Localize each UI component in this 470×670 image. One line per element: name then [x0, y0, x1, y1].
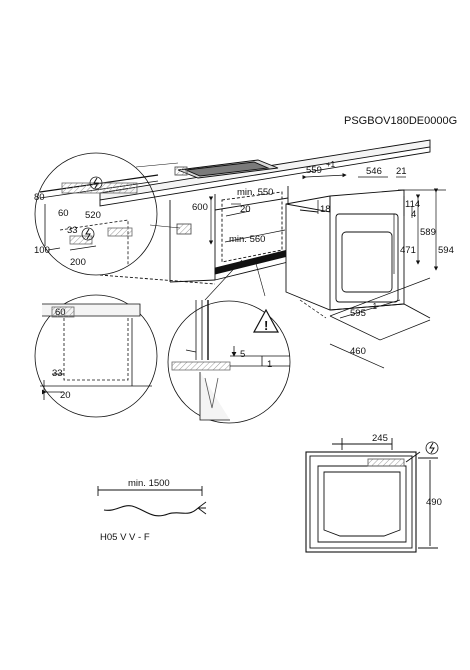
svg-text:!: !: [264, 318, 268, 333]
detail-top-520: 520: [85, 210, 101, 221]
niche-height-label: 600: [192, 202, 208, 213]
power-cable: [97, 486, 207, 517]
oven-114: 114: [405, 199, 420, 210]
detail-gap-5: 5: [240, 349, 245, 360]
rear-height-490: 490: [426, 497, 442, 508]
oven-width-559-tol: +1: [326, 160, 336, 169]
oven-589: 589: [420, 227, 436, 238]
oven-18: 18: [320, 204, 331, 215]
oven-floor-guide: [299, 277, 431, 369]
detail-circle-bottom-left: [34, 294, 158, 418]
detail-top-100: 100: [34, 245, 50, 256]
oven-594: 594: [438, 245, 454, 256]
kitchen-cabinet: [99, 139, 431, 285]
niche-width-label: min. 560: [229, 234, 265, 245]
detail-top-80: 80: [34, 192, 45, 203]
warning-icon: !: [252, 308, 280, 333]
oven-perspective: [285, 189, 431, 319]
oven-460: 460: [350, 346, 366, 357]
rear-width-245: 245: [372, 433, 388, 444]
detail-bottom-20: 20: [60, 390, 71, 401]
detail-bottom-33: 33: [52, 368, 63, 379]
niche-dimensions: [208, 196, 286, 245]
oven-595: 595: [350, 308, 366, 319]
oven-595-tol: -1: [370, 302, 378, 311]
oven-dimension-lines: [302, 173, 446, 319]
leader-lines: [135, 162, 266, 301]
oven-471: 471: [400, 245, 416, 256]
detail-top-33: 33: [67, 225, 78, 236]
cable-length-label: min. 1500: [128, 478, 170, 489]
detail-top-200: 200: [70, 257, 86, 268]
detail-top-60: 60: [58, 208, 69, 219]
oven-depth-546: 546: [366, 166, 382, 177]
detail-circle-bottom-right: [167, 300, 291, 424]
detail-gap-1: 1: [267, 359, 272, 370]
oven-depth-21: 21: [396, 166, 407, 177]
plug-icon: [81, 227, 95, 241]
plug-icon: [425, 441, 439, 455]
document-code: PSGBOV180DE0000G: [344, 115, 457, 127]
cable-type-label: H05 V V - F: [100, 532, 150, 543]
oven-width-559: 559: [306, 165, 322, 176]
detail-bottom-60: 60: [55, 307, 66, 318]
plug-icon: [89, 176, 103, 190]
niche-gap-label: 20: [240, 204, 251, 215]
niche-depth-label: min. 550: [237, 187, 273, 198]
oven-4: 4: [411, 209, 416, 220]
oven-rear-view: [305, 438, 438, 553]
